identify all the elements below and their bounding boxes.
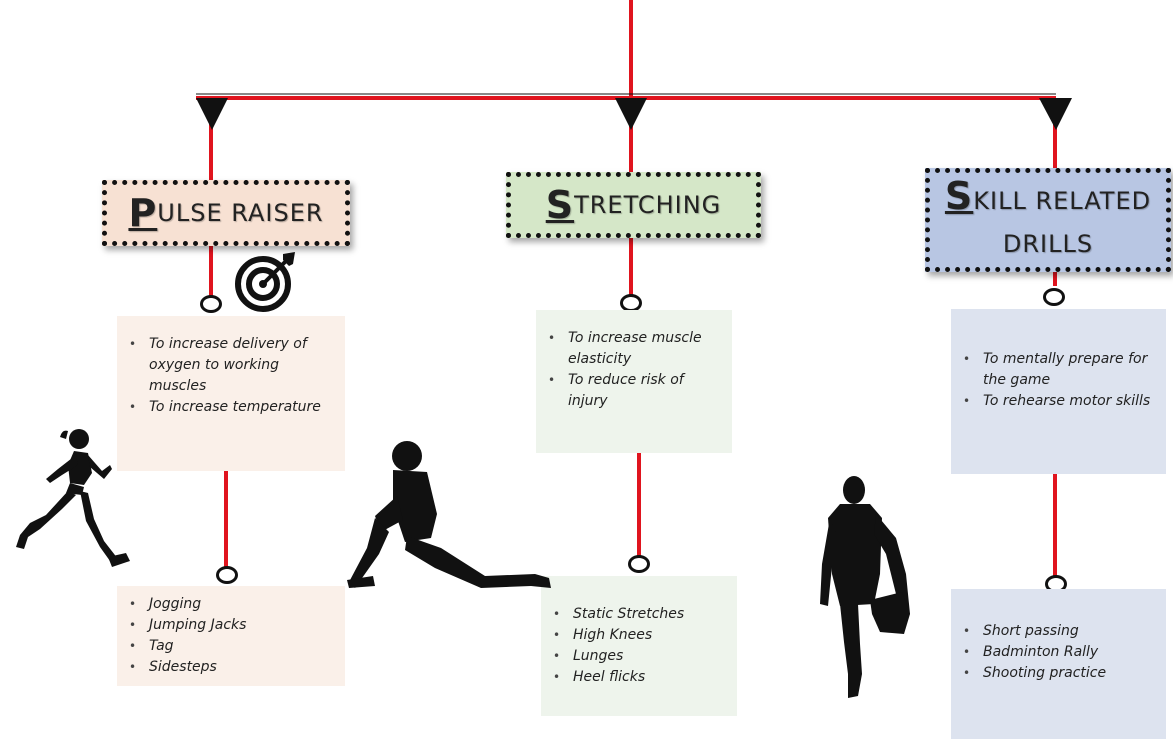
list-item: Static Stretches <box>553 604 723 625</box>
title-rest: ulse raiser <box>157 199 324 227</box>
list-item: Jumping Jacks <box>129 615 331 636</box>
pulse-node-1 <box>200 295 222 313</box>
list-item: Sidesteps <box>129 657 331 678</box>
skill-drills-title: Skill related drills <box>925 168 1171 272</box>
list-item: Badminton Rally <box>963 642 1152 663</box>
list-item: To increase delivery of oxygen to workin… <box>129 334 331 397</box>
list-item: To reduce risk of injury <box>548 370 718 412</box>
list-item: To increase temperature <box>129 397 331 418</box>
skill-node-1 <box>1043 288 1065 306</box>
title-initial: S <box>944 174 974 218</box>
stretching-purpose-panel: To increase muscle elasticity To reduce … <box>536 310 732 453</box>
title-rest: tretching <box>574 191 722 219</box>
list-item: Short passing <box>963 621 1152 642</box>
target-icon <box>235 252 295 312</box>
runner-figure <box>16 429 130 567</box>
list-item: Heel flicks <box>553 667 723 688</box>
stretching-title: Stretching <box>506 172 761 238</box>
skill-purpose-panel: To mentally prepare for the game To rehe… <box>951 309 1166 474</box>
lunge-stretch-figure <box>347 441 551 588</box>
quad-stretch-figure <box>820 476 910 698</box>
list-item: Shooting practice <box>963 663 1152 684</box>
list-item: Lunges <box>553 646 723 667</box>
title-rest-line1: kill related <box>973 187 1152 215</box>
stretching-node-2 <box>628 555 650 573</box>
skill-examples-panel: Short passing Badminton Rally Shooting p… <box>951 589 1166 739</box>
stretching-examples-panel: Static Stretches High Knees Lunges Heel … <box>541 576 737 716</box>
pulse-raiser-title: Pulse raiser <box>102 180 350 246</box>
arrowhead-pulse <box>196 98 228 130</box>
pulse-node-2 <box>216 566 238 584</box>
list-item: To increase muscle elasticity <box>548 328 718 370</box>
list-item: Tag <box>129 636 331 657</box>
list-item: To mentally prepare for the game <box>963 349 1152 391</box>
list-item: Jogging <box>129 594 331 615</box>
title-initial: P <box>128 191 158 235</box>
arrowhead-stretching <box>615 98 647 130</box>
arrowhead-skill <box>1039 98 1072 130</box>
title-rest-line2: drills <box>1002 230 1094 258</box>
title-initial: S <box>545 183 575 227</box>
list-item: To rehearse motor skills <box>963 391 1152 412</box>
pulse-examples-panel: Jogging Jumping Jacks Tag Sidesteps <box>117 586 345 686</box>
pulse-purpose-panel: To increase delivery of oxygen to workin… <box>117 316 345 471</box>
list-item: High Knees <box>553 625 723 646</box>
